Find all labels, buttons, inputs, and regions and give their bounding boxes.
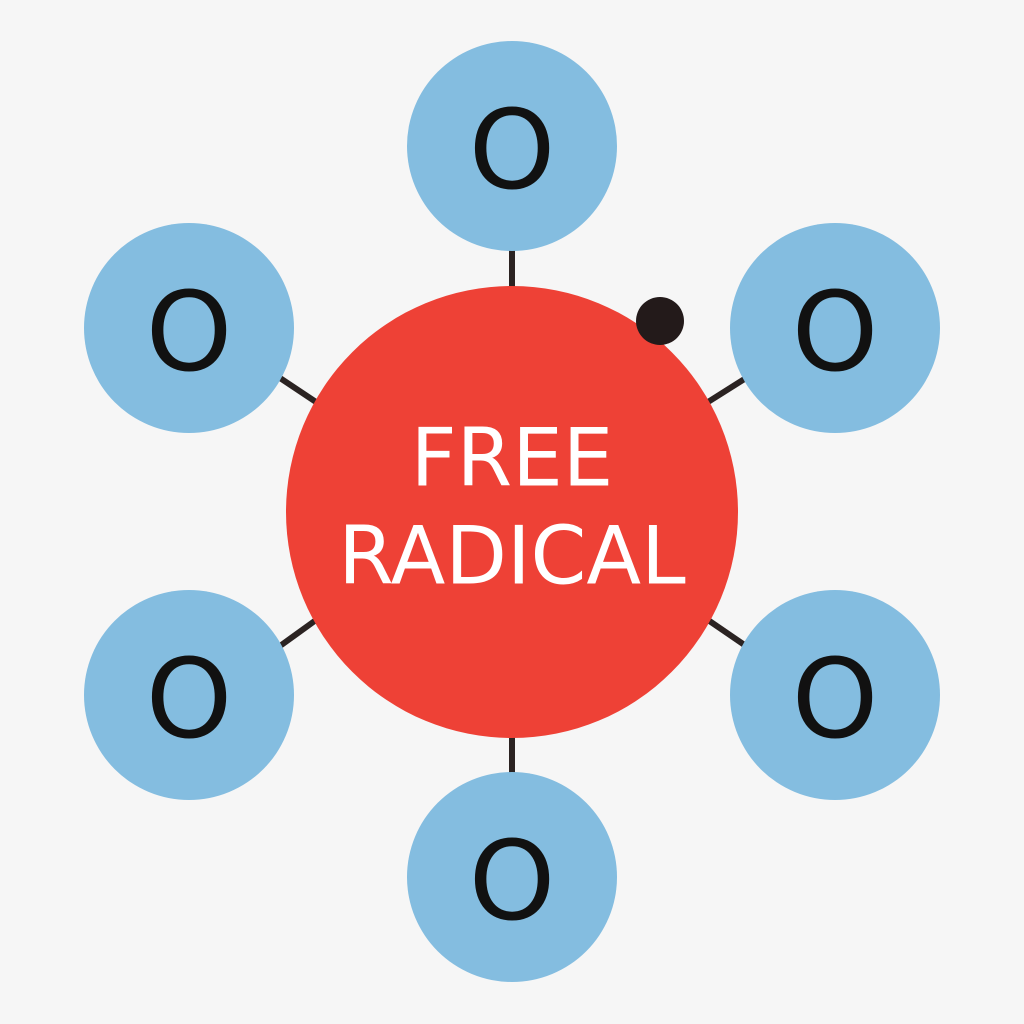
- atom-upper-right: O: [730, 223, 940, 433]
- atom-lower-right: O: [730, 590, 940, 800]
- atom-top: O: [407, 41, 617, 251]
- atom-lower-left: O: [84, 590, 294, 800]
- free-radical-center: FREE RADICAL: [286, 286, 738, 738]
- atom-label: O: [792, 635, 879, 763]
- atom-label: O: [792, 268, 879, 396]
- atom-circle: [407, 41, 617, 251]
- atom-circle: [730, 223, 940, 433]
- atom-bottom: O: [407, 772, 617, 982]
- unpaired-electron-dot: [636, 297, 684, 345]
- bond-lower-left: [278, 617, 318, 649]
- bond-upper-right: [706, 375, 748, 405]
- center-circle: [286, 286, 738, 738]
- atom-circle: [84, 223, 294, 433]
- atom-label: O: [469, 86, 556, 214]
- center-label-line2: RADICAL: [338, 510, 686, 603]
- atom-upper-left: O: [84, 223, 294, 433]
- atom-circle: [407, 772, 617, 982]
- atom-label: O: [146, 635, 233, 763]
- atom-label: O: [469, 817, 556, 945]
- bonds: [278, 248, 748, 775]
- center-label-line1: FREE: [411, 412, 614, 505]
- atom-label: O: [146, 268, 233, 396]
- bond-lower-right: [706, 617, 748, 649]
- atom-circle: [84, 590, 294, 800]
- atom-circle: [730, 590, 940, 800]
- bond-upper-left: [278, 375, 318, 405]
